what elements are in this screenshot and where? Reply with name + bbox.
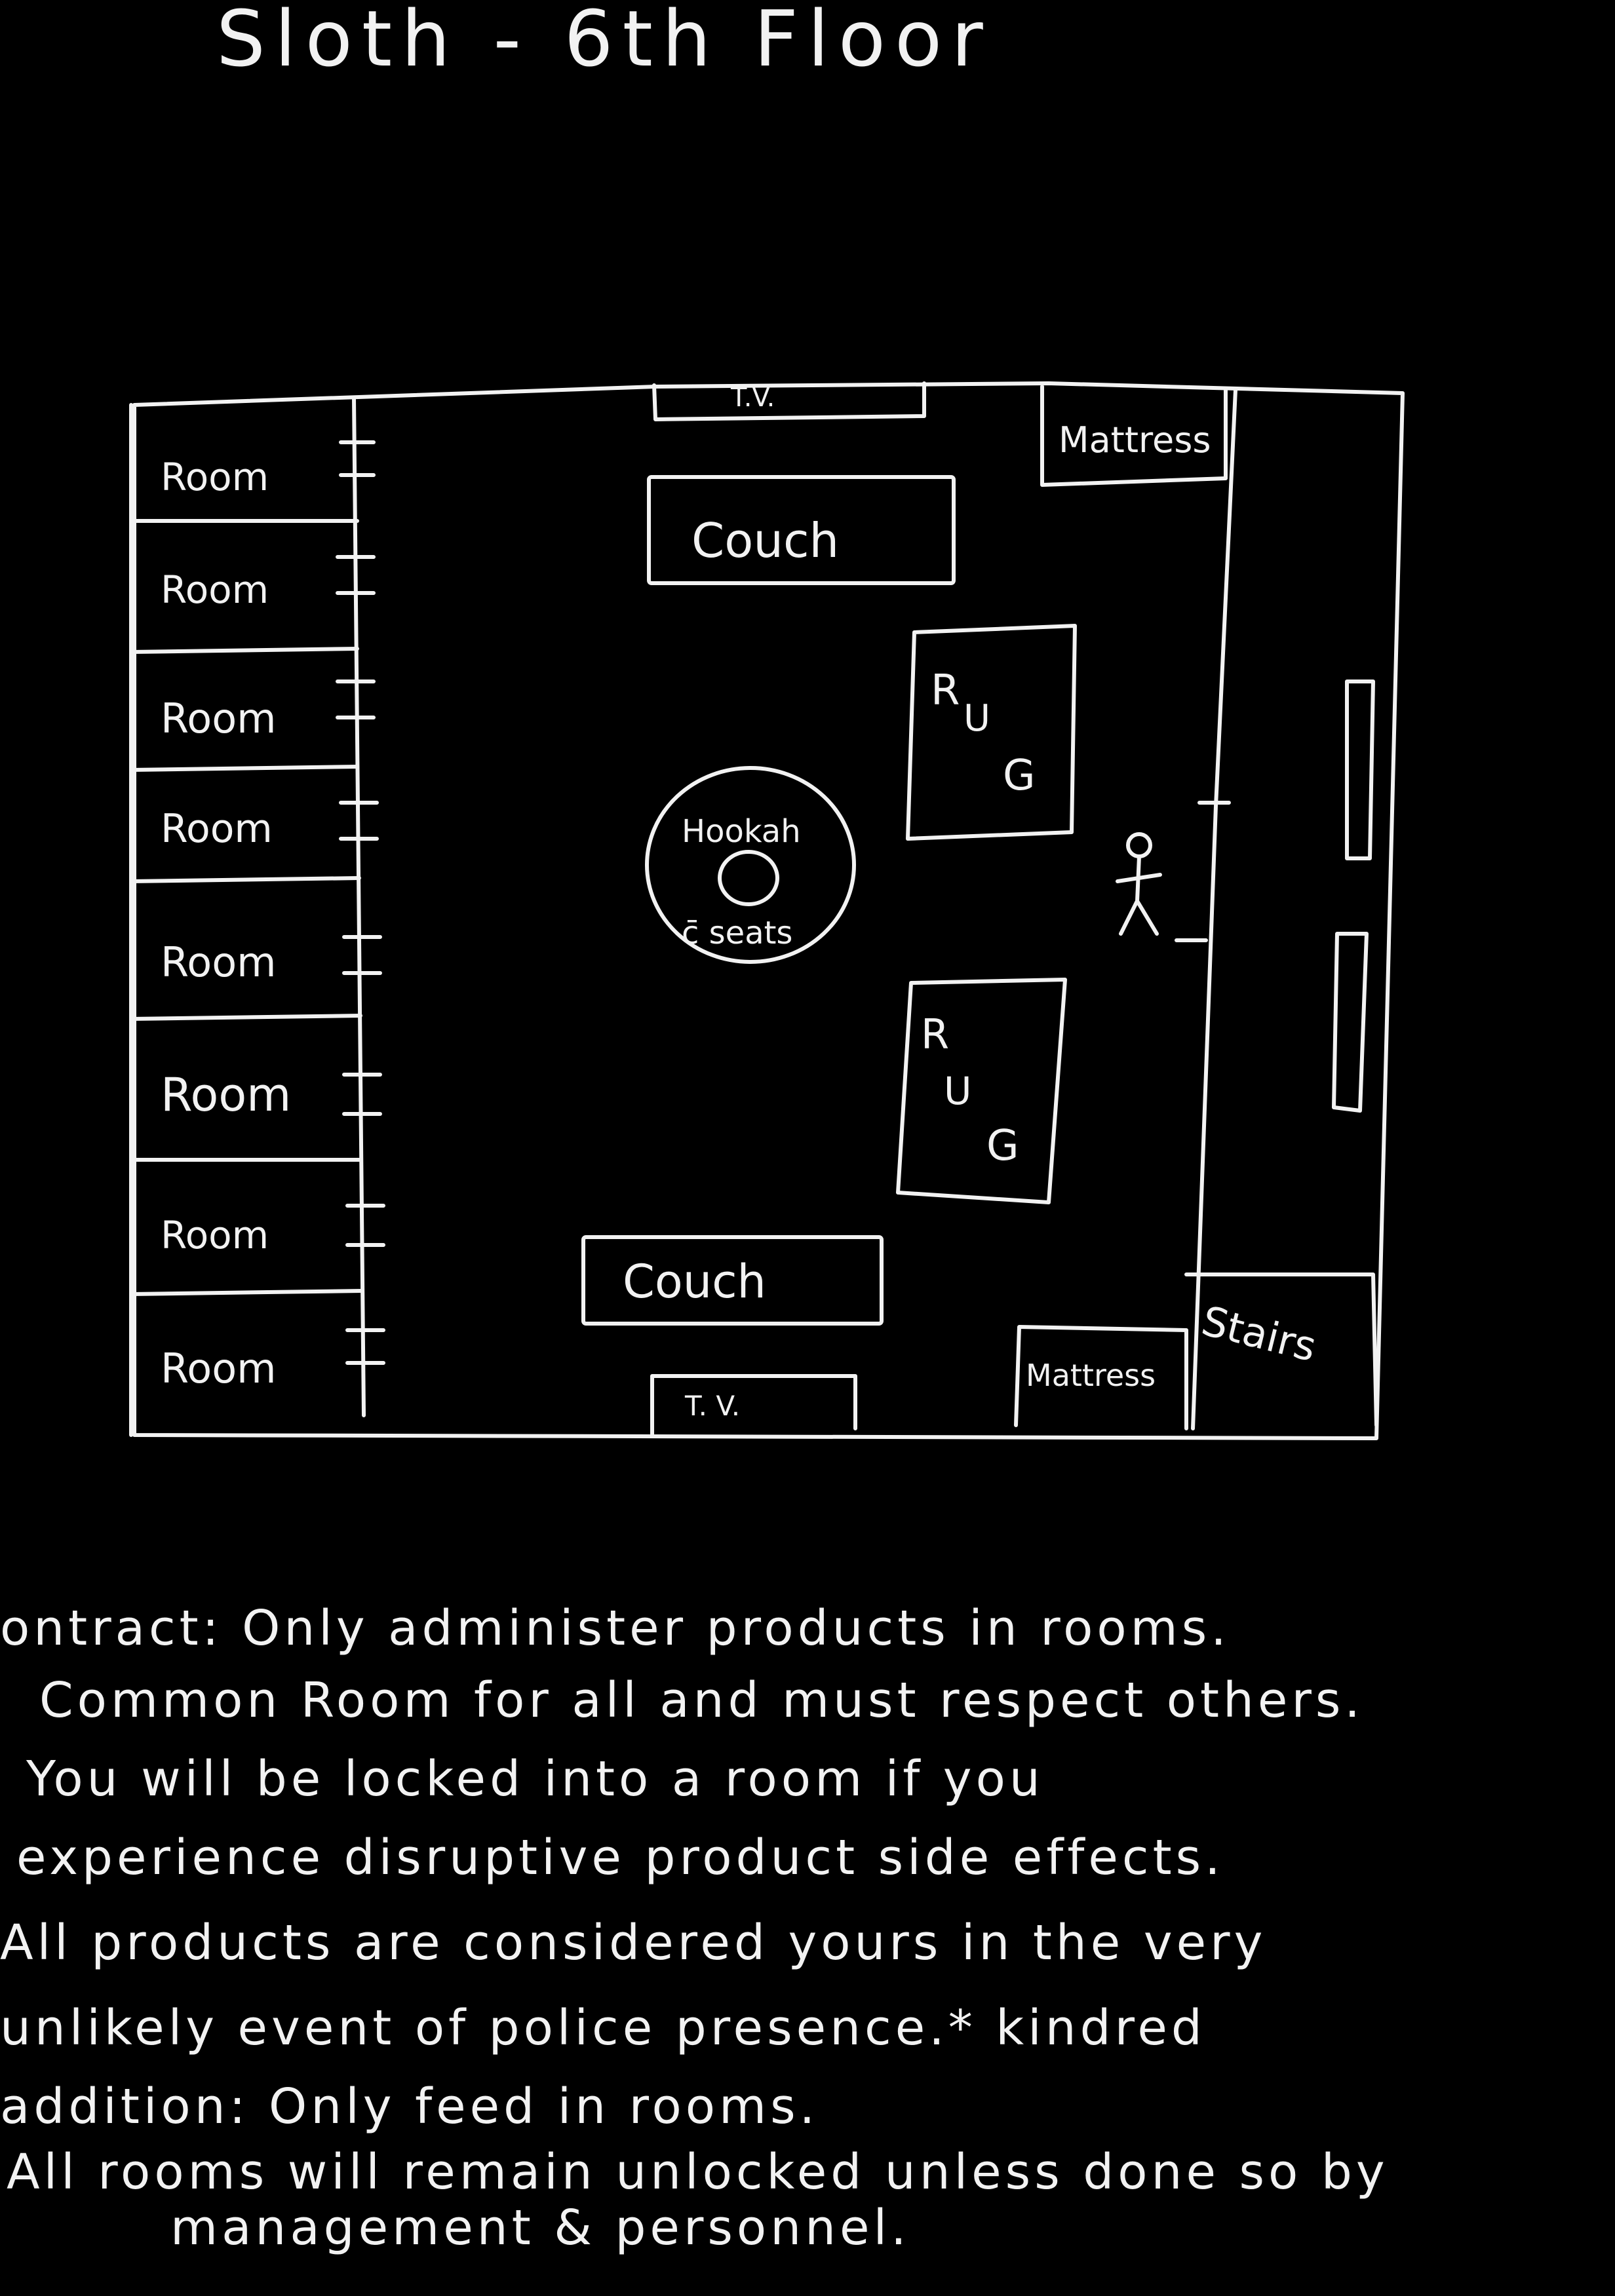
note-line-9: management & personnel. (170, 2200, 910, 2256)
corridor-wall (1191, 388, 1237, 1430)
hookah-icon (718, 850, 779, 906)
rug-top-letter-u: U (963, 697, 990, 740)
tv-bottom (650, 1374, 857, 1437)
room-5-label: Room (161, 938, 277, 986)
room-1-label: Room (161, 455, 269, 499)
note-line-3: You will be locked into a room if you (26, 1751, 1044, 1807)
mattress-bottom (1014, 1325, 1188, 1430)
room-6-label: Room (161, 1068, 291, 1122)
page-title: Sloth - 6th Floor (216, 0, 992, 84)
rug-top-letter-r: R (931, 666, 960, 715)
note-line-6: unlikely event of police presence.* kind… (0, 2000, 1206, 2056)
note-line-4: experience disruptive product side effec… (16, 1829, 1224, 1886)
note-line-7: addition: Only feed in rooms. (0, 2078, 819, 2135)
mattress-top (1040, 385, 1228, 487)
tv-top (652, 381, 926, 421)
rug-bottom-letter-r: R (921, 1010, 949, 1058)
hookah-label: Hookah (682, 813, 801, 850)
contract-notes: ontract: Only administer products in roo… (0, 1600, 1389, 2256)
tv-top-label: T.V. (730, 383, 775, 413)
rug-top-letter-g: G (1003, 752, 1036, 800)
couch-top-label: Couch (691, 513, 839, 568)
couch-bottom-label: Couch (623, 1255, 766, 1309)
rug-top (906, 624, 1077, 841)
room-2-label: Room (161, 567, 269, 612)
couch-bottom (581, 1235, 884, 1326)
note-line-2: Common Room for all and must respect oth… (39, 1672, 1364, 1729)
room-3-label: Room (161, 695, 277, 742)
tv-bottom-label: T. V. (684, 1390, 740, 1422)
note-line-8: All rooms will remain unlocked unless do… (7, 2144, 1389, 2200)
rug-bottom-letter-u: U (944, 1069, 971, 1113)
rug-bottom (896, 978, 1067, 1204)
room-column-wall (352, 396, 366, 1417)
rooms-column (129, 440, 385, 1365)
person-icon (1116, 832, 1162, 936)
mattress-bottom-label: Mattress (1026, 1358, 1156, 1393)
room-8-label: Room (161, 1345, 277, 1392)
stairs (1184, 1272, 1378, 1427)
room-4-label: Room (161, 806, 273, 852)
room-7-label: Room (161, 1213, 269, 1257)
rug-bottom-letter-g: G (986, 1122, 1019, 1170)
hookah-circle (645, 766, 856, 964)
stairs-label: Stairs (1197, 1297, 1321, 1371)
couch-top (647, 475, 956, 585)
mattress-top-label: Mattress (1059, 419, 1211, 461)
note-line-5: All products are considered yours in the… (0, 1915, 1266, 1971)
hookah-seats-label: c̄ seats (682, 915, 792, 951)
note-line-1: ontract: Only administer products in roo… (0, 1600, 1230, 1656)
